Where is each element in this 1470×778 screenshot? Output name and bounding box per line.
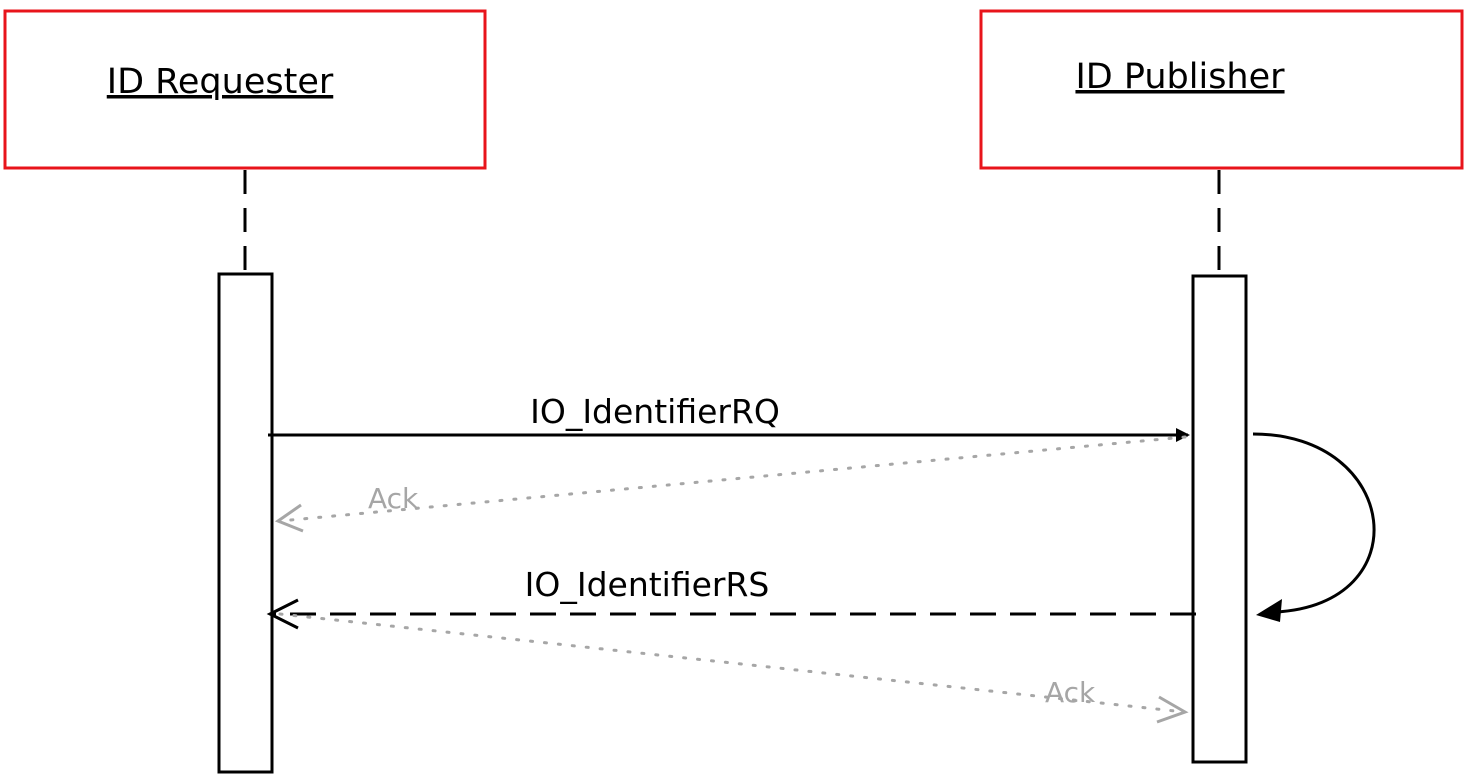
message-ack-1-arrowhead [274, 503, 304, 533]
participant-requester: ID Requester [3, 9, 487, 170]
message-request: IO_IdentifierRQ [268, 392, 1190, 442]
message-ack-2: Ack [278, 612, 1189, 724]
self-loop-curve [1252, 432, 1376, 614]
participant-box-requester [3, 9, 487, 170]
participant-publisher: ID Publisher [979, 9, 1464, 170]
message-response: IO_IdentifierRS [266, 565, 1196, 630]
message-ack-1-label: Ack [368, 482, 419, 515]
message-response-arrowhead [266, 598, 299, 630]
message-ack-1-line [278, 435, 1187, 523]
message-request-label: IO_IdentifierRQ [530, 392, 780, 431]
message-ack-2-label: Ack [1045, 676, 1096, 709]
participant-title-publisher: ID Publisher [1075, 57, 1285, 97]
activation-bar-publisher [1191, 274, 1248, 764]
message-ack-2-arrowhead [1156, 695, 1189, 724]
self-loop-publisher [1252, 432, 1376, 622]
participant-title-requester: ID Requester [107, 62, 334, 102]
message-response-label: IO_IdentifierRS [525, 565, 770, 604]
activation-bar-requester [217, 272, 274, 774]
participant-box-publisher [979, 9, 1464, 170]
message-ack-2-line [278, 612, 1186, 714]
message-ack-1: Ack [274, 435, 1187, 533]
self-loop-arrowhead [1256, 599, 1282, 622]
